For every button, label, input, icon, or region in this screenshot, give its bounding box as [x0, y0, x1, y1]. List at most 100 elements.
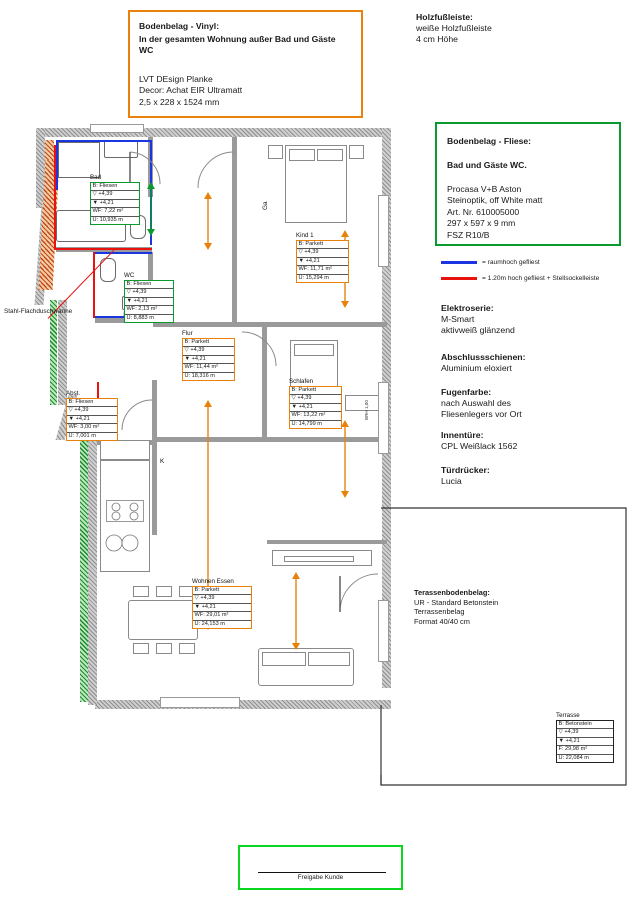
room-tag-wc: WC: [124, 272, 135, 279]
legend-swatch-red: [441, 277, 477, 280]
room-wohnen-row-3: WF: 29,01 m²: [193, 612, 251, 621]
room-kind1-row-4: U: 15,294 m: [298, 274, 329, 281]
wall-bottom: [95, 700, 391, 709]
spec-elektroserie: Elektroserie: M-Smart aktivweiß glänzend: [441, 303, 515, 336]
room-flur-row-1: ▽ +4,39: [183, 347, 234, 356]
room-flur-row-4: U: 18,316 m: [184, 372, 215, 379]
callout-terrassenbodenbelag: Terassenbodenbelag: UR - Standard Betons…: [414, 588, 544, 626]
shower-tray: [58, 142, 100, 178]
legend-row-120: = 1.20m hoch gefliest + Stellsockelleist…: [441, 275, 599, 282]
room-tag-bad: Bad: [90, 174, 102, 181]
room-kind1-row-2: ▼ +4,21: [297, 258, 348, 267]
wall-int-hall-right: [232, 137, 237, 327]
sofa-cushion-left: [262, 652, 306, 666]
room-abst-row-3: WF: 3,00 m²: [67, 424, 117, 433]
holzfussleiste-title: Holzfußleiste:: [416, 12, 473, 22]
window-right-3: [378, 600, 389, 662]
legend-swatch-blue: [441, 261, 477, 264]
spec-fugenfarbe-body: nach Auswahl des Fliesenlegers vor Ort: [441, 398, 522, 419]
room-box-bad: B: Fliesen ▽ +4,39 ▼ +4,21 WF: 7,22 m² U…: [90, 182, 140, 226]
dim-arrow-schlafen: [341, 420, 349, 498]
callout-vinyl: Bodenbelag - Vinyl: In der gesamten Wohn…: [128, 10, 363, 118]
room-wohnen-row-1: ▽ +4,39: [193, 595, 251, 604]
terrace-outline: [380, 507, 627, 786]
spec-fugenfarbe-title: Fugenfarbe:: [441, 387, 492, 397]
spec-tuerdruecker-title: Türdrücker:: [441, 465, 490, 475]
room-box-wohnen: B: Parkett ▽ +4,39 ▼ +4,21 WF: 29,01 m² …: [192, 586, 252, 630]
room-schlafen-row-0: B: Parkett: [290, 387, 341, 396]
room-schlafen-row-2: ▼ +4,21: [290, 404, 341, 413]
door-arc-kind: [197, 151, 235, 189]
legend-label-120: = 1.20m hoch gefliest + Stellsockelleist…: [482, 275, 600, 282]
dining-chair-5: [156, 643, 172, 654]
spec-fugenfarbe: Fugenfarbe: nach Auswahl des Fliesenlege…: [441, 387, 522, 420]
room-wohnen-row-0: B: Parkett: [193, 587, 251, 596]
room-flur-row-3: WF: 11,44 m²: [183, 364, 234, 373]
room-schlafen-row-4: U: 14,799 m: [291, 420, 322, 427]
spec-innentuere-body: CPL Weißlack 1562: [441, 441, 518, 451]
spec-elektroserie-body: M-Smart aktivweiß glänzend: [441, 314, 515, 335]
room-box-schlafen: B: Parkett ▽ +4,39 ▼ +4,21 WF: 13,22 m² …: [289, 386, 342, 430]
legend-label-raumhoch: = raumhoch gefliest: [482, 259, 540, 266]
dining-chair-2: [156, 586, 172, 597]
nightstand-right: [349, 145, 364, 159]
room-tag-flur: Flur: [182, 330, 193, 337]
approval-label: Freigabe Kunde: [297, 874, 344, 881]
tv-console: [284, 556, 354, 562]
window-right-2: [378, 382, 389, 454]
hatch-green-left-3: [80, 430, 88, 702]
dining-chair-6: [179, 643, 195, 654]
hatch-orange-bath: [45, 140, 54, 162]
terrassenbodenbelag-body: UR - Standard Betonstein Terrassenbelag …: [414, 597, 499, 626]
shower-note-label: Stahl-Flachduschwanne: [4, 308, 73, 315]
door-arc-schlafen: [241, 331, 277, 367]
dim-arrow-ga: [204, 192, 212, 250]
window-top-1: [90, 124, 144, 133]
room-terrasse-row-1: ▽ +4,39: [557, 729, 613, 738]
wall-int-kitchen-right: [152, 445, 157, 535]
holzfussleiste-body: weiße Holzfußleiste 4 cm Höhe: [416, 23, 492, 44]
spec-innentuere: Innentüre: CPL Weißlack 1562: [441, 430, 517, 452]
room-wohnen-row-2: ▼ +4,21: [193, 604, 251, 613]
room-terrasse-row-3: F: 29,98 m²: [557, 746, 613, 755]
nightstand-left: [268, 145, 283, 159]
dim-arrow-wohnen: [292, 572, 300, 650]
callout-fliese-title: Bodenbelag - Fliese:: [447, 136, 532, 146]
kitchen-sink: [105, 534, 139, 552]
room-wc-row-1: ▽ +4,39: [125, 289, 173, 298]
wall-int-hall-bottom: [153, 322, 237, 327]
room-bad-row-0: B: Fliesen: [91, 183, 139, 192]
door-arc-abst: [121, 399, 153, 431]
wall-left-upper: [36, 128, 45, 208]
room-kind1-row-0: B: Parkett: [297, 241, 348, 250]
callout-vinyl-title: Bodenbelag - Vinyl:: [139, 21, 220, 31]
wall-int-kind-bottom: [237, 322, 387, 327]
room-bad-row-2: ▼ +4,21: [91, 200, 139, 209]
room-schlafen-row-1: ▽ +4,39: [290, 395, 341, 404]
callout-fliese: Bodenbelag - Fliese: Bad und Gäste WC. P…: [435, 122, 621, 246]
door-arc-bath: [129, 151, 161, 185]
callout-fliese-body: Procasa V+B Aston Steinoptik, off White …: [447, 184, 543, 240]
window-dim-label: BRH 1,00: [364, 400, 369, 420]
tile-line-blue-bath-left: [56, 140, 58, 190]
bed-single-pillow: [294, 344, 334, 356]
spec-abschlussschienen-title: Abschlussschienen:: [441, 352, 526, 362]
room-box-kind1: B: Parkett ▽ +4,39 ▼ +4,21 WF: 11,71 m² …: [296, 240, 349, 284]
kitchen-counter: [100, 460, 150, 572]
room-tag-schlafen: Schlafen: [289, 378, 314, 385]
legend-row-raumhoch: = raumhoch gefliest: [441, 259, 540, 266]
room-wc-row-3: WF: 2,13 m²: [125, 306, 173, 315]
room-kind1-row-3: WF: 11,71 m²: [297, 266, 348, 275]
terrassenbodenbelag-title: Terassenbodenbelag:: [414, 588, 490, 597]
tile-line-blue-wc-bottom: [95, 316, 152, 318]
signature-line: [258, 872, 386, 873]
spec-abschlussschienen: Abschlussschienen: Aluminium eloxiert: [441, 352, 526, 374]
room-abst-row-4: U: 7,001 m: [68, 432, 96, 439]
wall-int-abst-right: [152, 380, 157, 442]
room-box-terrasse: B: Betonstein ▽ +4,39 ▼ +4,21 F: 29,98 m…: [556, 720, 614, 764]
kitchen-label-k: K: [160, 458, 165, 465]
room-box-flur: B: Parkett ▽ +4,39 ▼ +4,21 WF: 11,44 m² …: [182, 338, 235, 382]
window-bottom-1: [160, 697, 240, 708]
room-bad-row-4: U: 10,935 m: [92, 216, 123, 223]
room-box-abst: B: Fliesen ▽ +4,39 ▼ +4,21 WF: 3,00 m² U…: [66, 398, 118, 442]
